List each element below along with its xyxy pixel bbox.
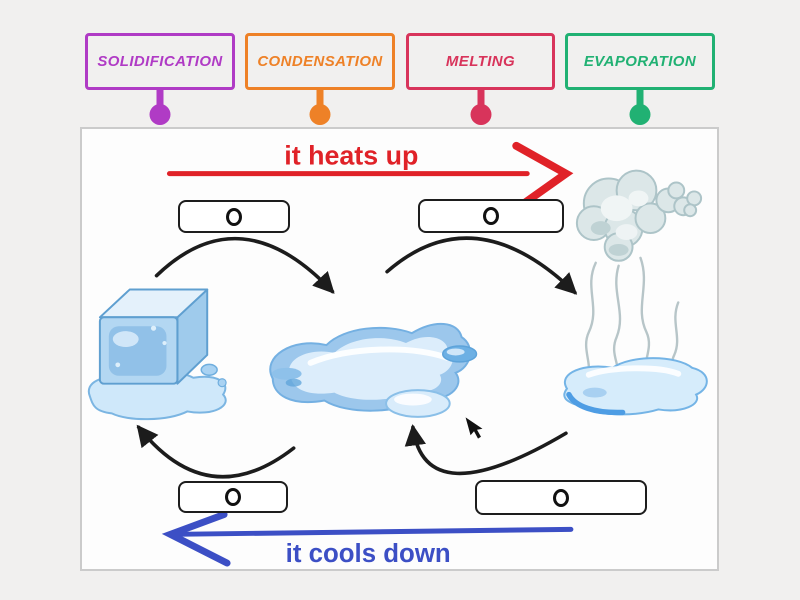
label-chip-text: CONDENSATION [257,53,383,70]
label-chip-text: SOLIDIFICATION [97,53,223,70]
arrow-ice-to-water [154,236,335,294]
drop-zone-top-left[interactable] [178,200,290,233]
pin-dot-icon [309,104,331,125]
label-chip-condensation[interactable]: CONDENSATION [245,33,395,125]
label-chip-evaporation[interactable]: EVAPORATION [565,33,715,125]
water-puddle-icon [269,322,478,418]
label-chip-text: MELTING [445,53,516,70]
cool-arrow: it cools down [161,511,574,568]
label-chip-solidification[interactable]: SOLIDIFICATION [85,33,235,125]
heat-arrow-label: it heats up [284,141,418,171]
drop-zone-bottom-right[interactable] [475,480,647,515]
cycle-arrows [136,236,578,479]
ice-cube-icon [87,288,227,421]
drop-zone-bottom-left[interactable] [178,481,288,513]
pin-stem [156,89,164,108]
drop-dot-icon [226,207,242,226]
pin-dot-icon [629,104,651,125]
pin-stem [636,89,644,108]
pin-dot-icon [149,104,171,125]
pin-stem [316,89,324,108]
cool-arrow-label: it cools down [286,540,451,568]
steam-cloud-icon [575,169,703,384]
drop-dot-icon [483,207,499,225]
label-chip-melting[interactable]: MELTING [406,33,555,125]
drop-zone-top-right[interactable] [418,199,564,233]
water-cycle-illustration: it heats up it cools down [87,141,708,568]
mouse-cursor-icon [465,417,483,439]
drop-dot-icon [225,488,241,506]
label-chip-text: EVAPORATION [583,53,697,70]
arrow-water-to-vapour [385,236,578,295]
evaporating-puddle-icon [563,357,708,416]
pin-stem [477,89,484,108]
arrow-water-to-ice [136,424,296,479]
pin-dot-icon [470,104,491,125]
drop-dot-icon [553,488,569,507]
arrow-vapour-to-water [404,424,568,476]
heat-arrow: it heats up [166,141,574,210]
